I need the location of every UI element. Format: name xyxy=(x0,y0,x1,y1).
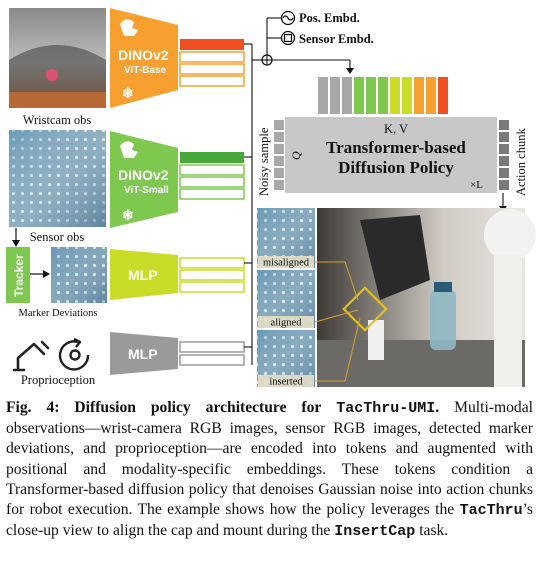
action-chunk-label: Action chunk xyxy=(514,128,528,196)
transformer-subtitle: Diffusion Policy xyxy=(338,158,454,177)
caption-code-1: TacThru xyxy=(459,502,523,520)
caption-body-1: Multi-modal observations—wrist-camera RG… xyxy=(6,399,533,519)
caption-title-code: TacThru-UMI xyxy=(336,400,436,417)
layer-repeat-label: ×L xyxy=(470,179,483,191)
transformer-block: K, V Transformer-based Diffusion Policy … xyxy=(285,117,497,193)
stage-label: misaligned xyxy=(263,258,310,269)
mlp-label: MLP xyxy=(128,346,158,362)
caption-body-3: task. xyxy=(419,522,449,540)
stage-misaligned: misaligned xyxy=(257,208,315,269)
caption-code-2: InsertCap xyxy=(334,523,416,541)
proprio-label: Proprioception xyxy=(21,373,96,387)
mlp-marker: MLP xyxy=(110,249,178,300)
mlp-label: MLP xyxy=(128,267,158,283)
encoder-variant: ViT-Small xyxy=(124,185,169,196)
pos-embd-label: Pos. Embd. xyxy=(299,11,360,25)
robot-arm-icon xyxy=(12,340,50,372)
robot-scene-photo xyxy=(317,208,536,387)
stage-label: inserted xyxy=(269,377,303,388)
q-label: Q xyxy=(289,151,303,160)
architecture-figure: Wristcam obs Sensor obs Tracker Marker D… xyxy=(6,8,536,388)
kv-label: K, V xyxy=(384,122,408,136)
sensor-tokens xyxy=(179,152,245,200)
sensor-embd-label: Sensor Embd. xyxy=(299,32,374,46)
noisy-sample-label: Noisy sample xyxy=(257,127,271,196)
wristcam-image xyxy=(9,8,106,108)
rotation-icon xyxy=(58,337,90,371)
encoder-vit-base: DINOv2 ViT-Base ❄ xyxy=(110,8,178,108)
context-tokens xyxy=(318,77,448,114)
marker-deviation-image xyxy=(51,247,107,303)
frozen-snowflake-icon: ❄ xyxy=(122,207,134,223)
wristcam-label: Wristcam obs xyxy=(23,113,92,127)
caption-fig-label: Fig. 4: xyxy=(6,399,60,416)
encoder-name: DINOv2 xyxy=(118,47,169,63)
mlp-proprio: MLP xyxy=(110,332,178,375)
dino-icon xyxy=(120,19,138,36)
dino-icon xyxy=(120,141,138,158)
encoder-vit-small: DINOv2 ViT-Small ❄ xyxy=(110,131,178,228)
figure-caption: Fig. 4: Diffusion policy architecture fo… xyxy=(6,398,533,542)
sensor-embd-icon xyxy=(280,30,296,46)
pos-embd-icon xyxy=(280,10,296,26)
stage-inserted: inserted xyxy=(257,330,315,388)
caption-body-2: ’s close-up view to align the cap and mo… xyxy=(6,501,533,540)
noisy-tokens xyxy=(274,120,284,190)
sensor-image xyxy=(9,130,106,227)
marker-label: Marker Deviations xyxy=(18,308,97,319)
action-tokens xyxy=(499,120,509,190)
encoder-variant: ViT-Base xyxy=(124,65,166,76)
caption-title-end: . xyxy=(435,399,440,416)
sensor-label: Sensor obs xyxy=(30,230,85,244)
frozen-snowflake-icon: ❄ xyxy=(122,85,134,101)
proprio-tokens xyxy=(179,341,245,366)
caption-title: Diffusion policy architecture for xyxy=(74,399,322,416)
wristcam-tokens xyxy=(179,39,245,87)
tracker-block: Tracker xyxy=(6,247,30,303)
stage-aligned: aligned xyxy=(257,270,315,329)
stage-label: aligned xyxy=(271,318,303,329)
encoder-name: DINOv2 xyxy=(118,167,169,183)
transformer-title: Transformer-based xyxy=(326,138,466,157)
marker-tokens xyxy=(179,257,245,293)
tracker-label: Tracker xyxy=(12,254,26,297)
